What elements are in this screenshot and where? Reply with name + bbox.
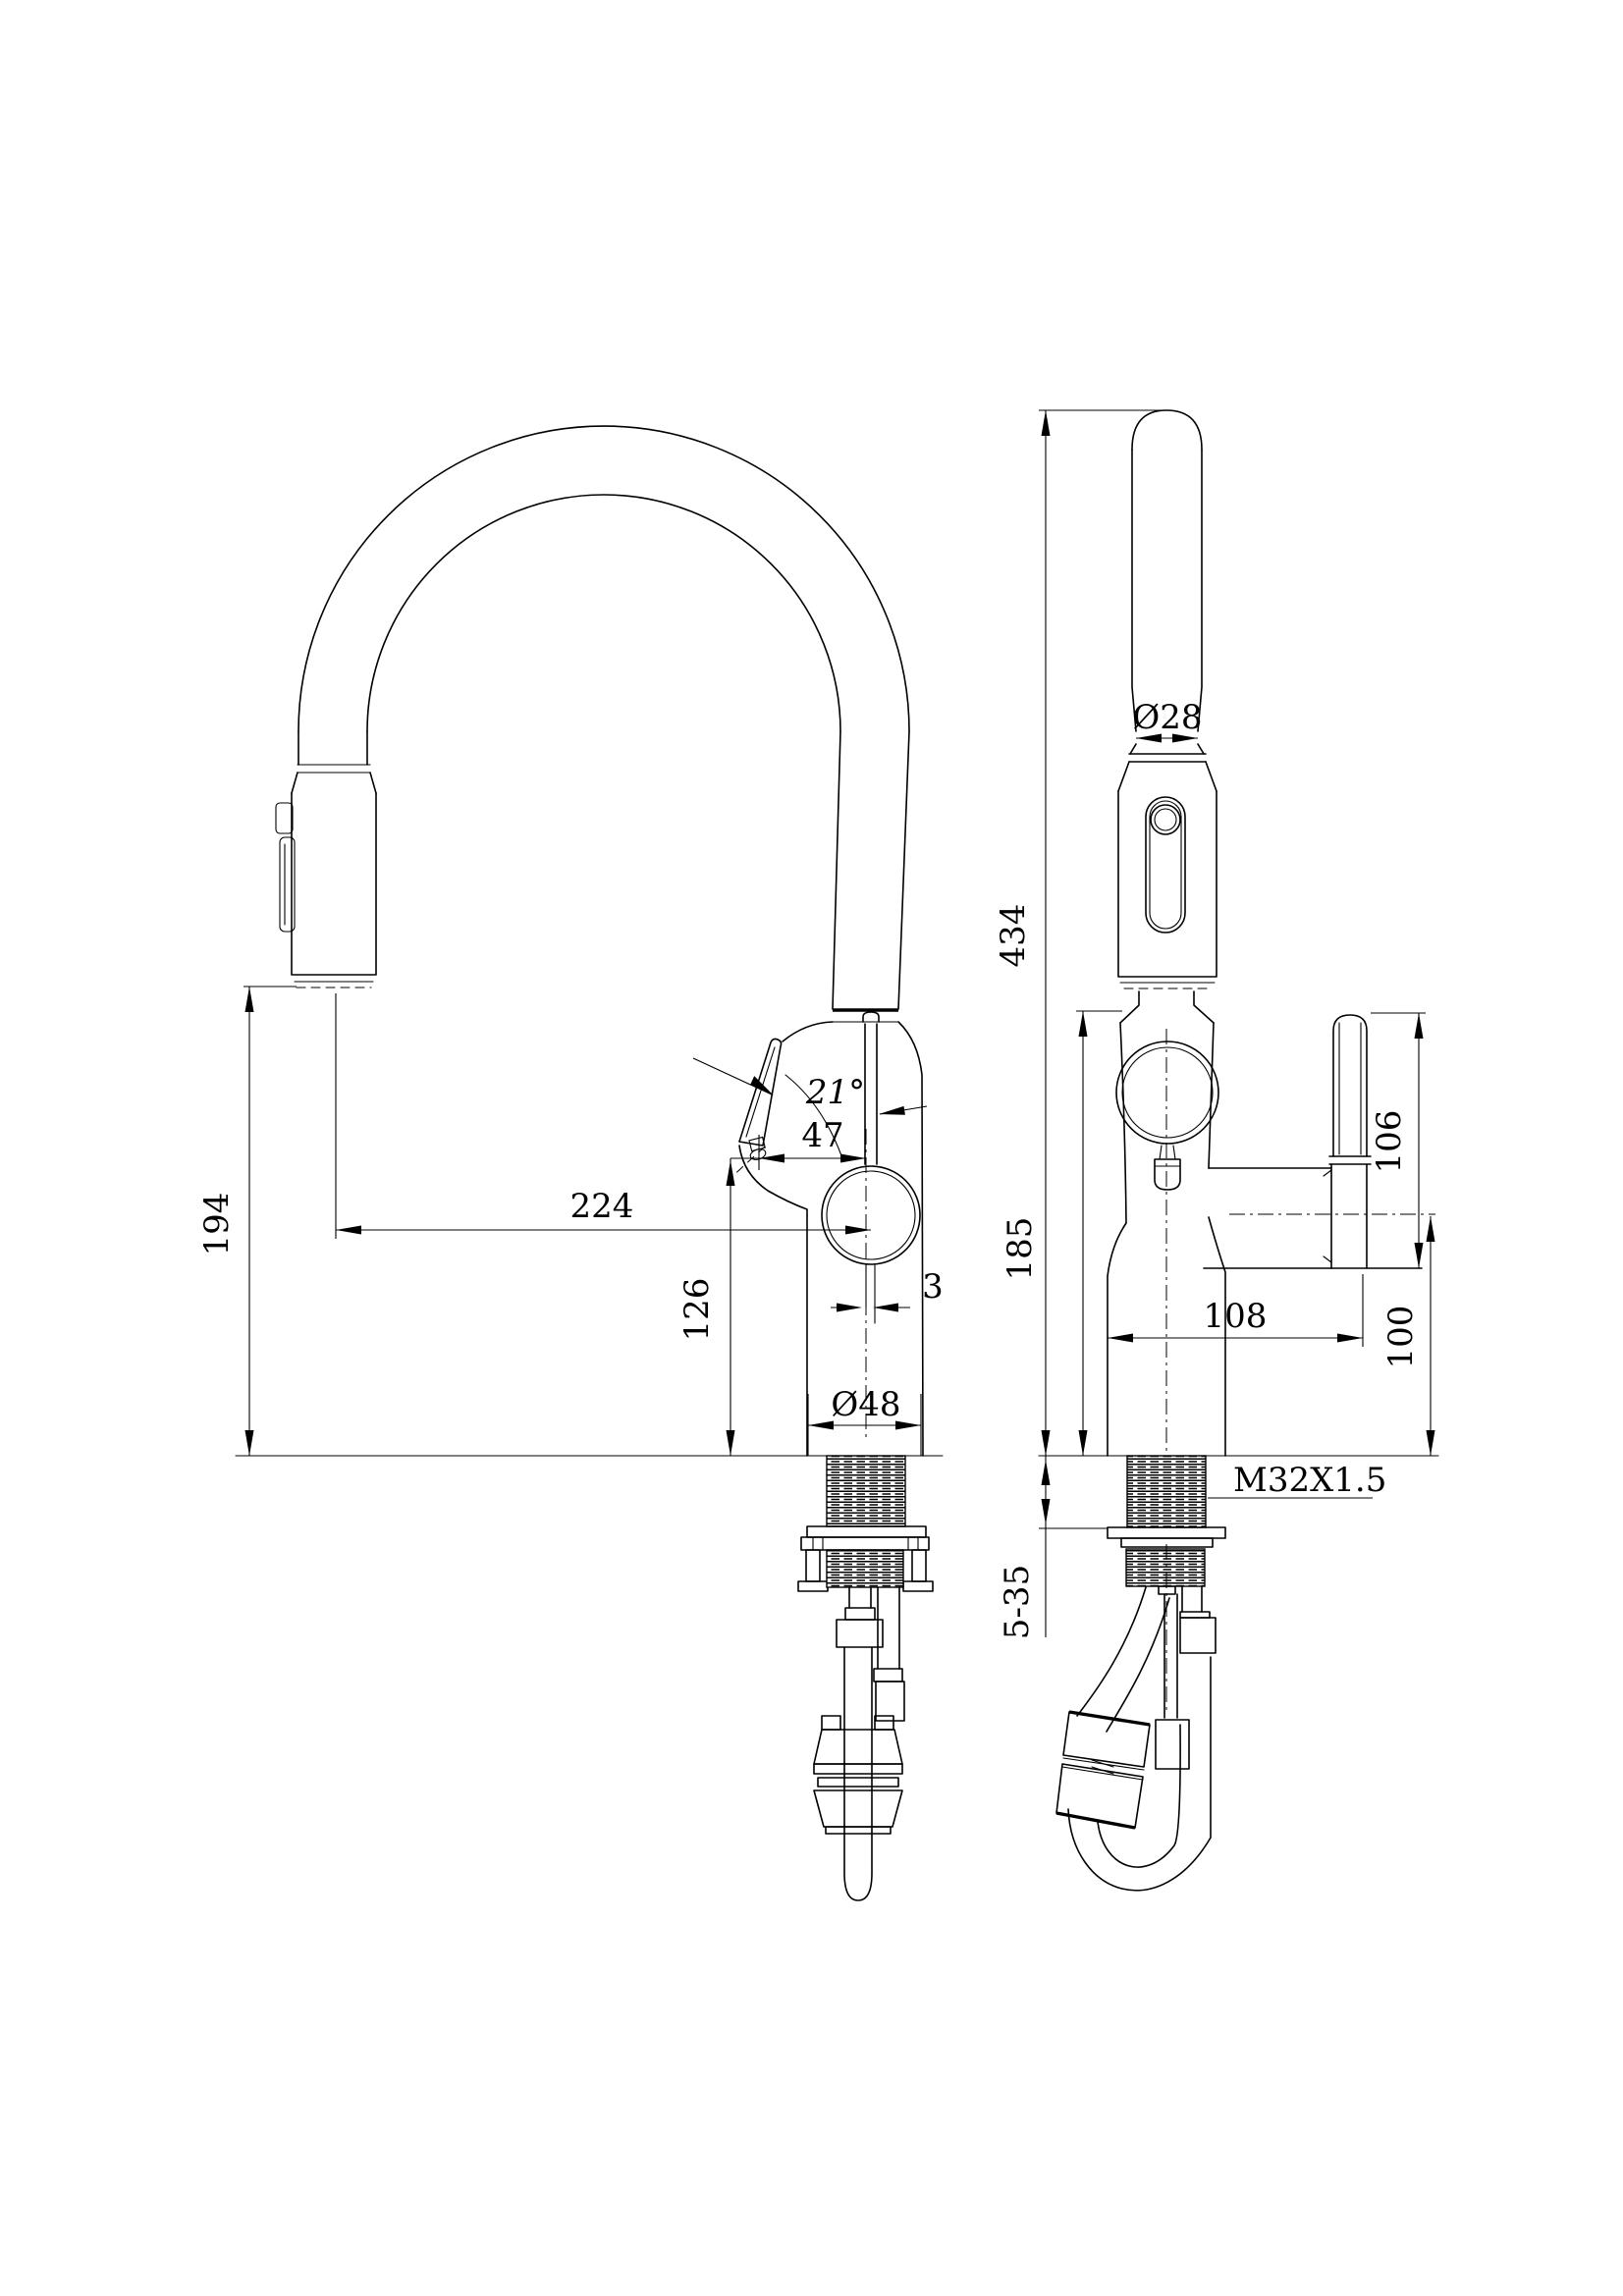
spray-head-front xyxy=(1117,761,1217,1024)
faucet-body-front xyxy=(1107,1022,1226,1457)
dim-label-185: 185 xyxy=(1001,1217,1040,1281)
hose-weight-upper xyxy=(1062,1711,1151,1768)
handle-joint-circle-inner xyxy=(826,1170,916,1260)
dim-108: 108 xyxy=(1108,1274,1364,1347)
lock-nut-side xyxy=(826,1549,904,1588)
dim-label-dia28: Ø28 xyxy=(1132,698,1202,737)
dim-100: 100 xyxy=(1381,1216,1435,1456)
dim-434: 434 xyxy=(994,409,1163,1456)
dim-106: 106 xyxy=(1370,1012,1426,1268)
body-circle-inner xyxy=(1121,1046,1214,1139)
dim-label-100: 100 xyxy=(1381,1306,1421,1369)
dim-5-35: 5-35 xyxy=(998,1456,1108,1639)
dim-label-3: 3 xyxy=(922,1267,944,1307)
dim-label-5-35: 5-35 xyxy=(998,1565,1037,1639)
faucet-body-side xyxy=(738,1008,924,1457)
spray-head-side xyxy=(275,764,377,988)
handle-joint-circle-outer xyxy=(821,1165,921,1265)
body-drain-detail xyxy=(1154,1158,1181,1191)
front-view: 434 Ø28 185 5-35 106 xyxy=(994,409,1439,1892)
side-view: 194 224 126 47 21° xyxy=(197,425,944,1901)
gooseneck-spout xyxy=(298,425,910,1010)
lock-nut-front xyxy=(1125,1548,1206,1587)
shank-thread-front xyxy=(1126,1455,1207,1528)
dim-dia48: Ø48 xyxy=(807,1385,922,1456)
dim-label-106: 106 xyxy=(1370,1110,1409,1174)
dim-224: 224 xyxy=(335,993,871,1239)
handle-front xyxy=(1203,1014,1435,1269)
dim-185: 185 xyxy=(1001,1010,1122,1456)
supply-hose-side xyxy=(843,1646,873,1901)
mounting-hardware-front xyxy=(1055,1455,1226,1892)
spout-tube-front xyxy=(1128,409,1207,763)
dim-label-21deg: 21° xyxy=(805,1073,865,1112)
dim-194: 194 xyxy=(197,986,297,1456)
spray-button-circle xyxy=(1150,804,1181,835)
dim-label-47: 47 xyxy=(801,1116,843,1155)
dim-3: 3 xyxy=(831,1267,944,1312)
dim-126: 126 xyxy=(677,1158,735,1456)
dim-label-126: 126 xyxy=(677,1278,717,1342)
body-circle-outer xyxy=(1115,1041,1219,1145)
spray-button-oval-inner xyxy=(1149,800,1182,930)
spray-switch-button xyxy=(275,802,294,834)
dim-label-thread: M32X1.5 xyxy=(1233,1461,1386,1500)
spray-button-oval-outer xyxy=(1145,796,1186,934)
dim-label-224: 224 xyxy=(570,1187,634,1226)
mounting-hardware-side xyxy=(797,1455,934,1901)
spray-grip-button xyxy=(279,836,296,933)
dim-label-dia48: Ø48 xyxy=(831,1385,900,1424)
dim-label-194: 194 xyxy=(197,1193,237,1256)
shank-thread-side xyxy=(826,1455,906,1527)
pulldown-hose-front xyxy=(1055,1586,1212,1892)
dim-thread-spec: M32X1.5 xyxy=(1208,1461,1386,1500)
dim-dia28: Ø28 xyxy=(1132,698,1203,743)
hose-weight-side xyxy=(813,1715,903,1835)
dim-label-434: 434 xyxy=(994,904,1033,968)
dim-47: 47 xyxy=(730,1116,866,1170)
dim-label-108: 108 xyxy=(1204,1297,1268,1336)
dim-21deg: 21° xyxy=(692,1057,928,1115)
